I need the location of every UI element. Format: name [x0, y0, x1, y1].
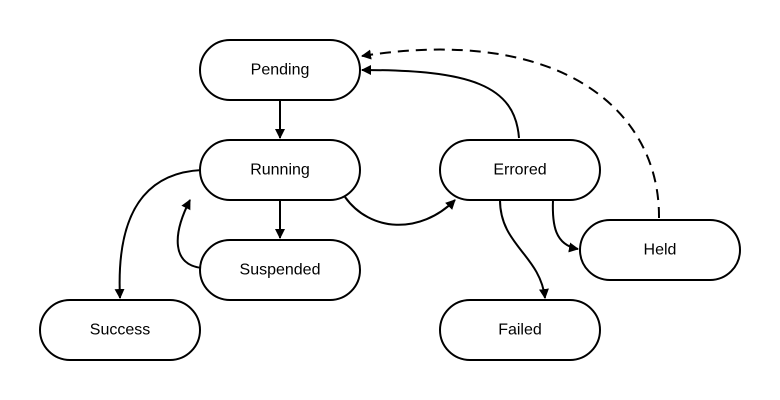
edge-running-errored	[344, 196, 456, 226]
edge-held-pending	[361, 48, 661, 219]
state-pending: Pending	[199, 39, 361, 101]
state-held-label: Held	[644, 242, 677, 259]
edge-errored-failed	[499, 199, 549, 299]
edge-running-success	[114, 169, 203, 299]
edge-errored-pending	[361, 65, 520, 139]
state-pending-label: Pending	[251, 62, 310, 79]
state-errored-label: Errored	[493, 162, 546, 179]
state-failed-label: Failed	[498, 322, 542, 339]
state-suspended: Suspended	[199, 239, 361, 301]
state-failed: Failed	[439, 299, 601, 361]
state-success-label: Success	[90, 322, 150, 339]
state-success: Success	[39, 299, 201, 361]
state-running: Running	[199, 139, 361, 201]
state-held: Held	[579, 219, 741, 281]
edge-suspended-running	[176, 199, 203, 269]
state-running-label: Running	[250, 162, 310, 179]
edge-errored-held	[551, 199, 579, 253]
state-suspended-label: Suspended	[240, 262, 321, 279]
state-errored: Errored	[439, 139, 601, 201]
